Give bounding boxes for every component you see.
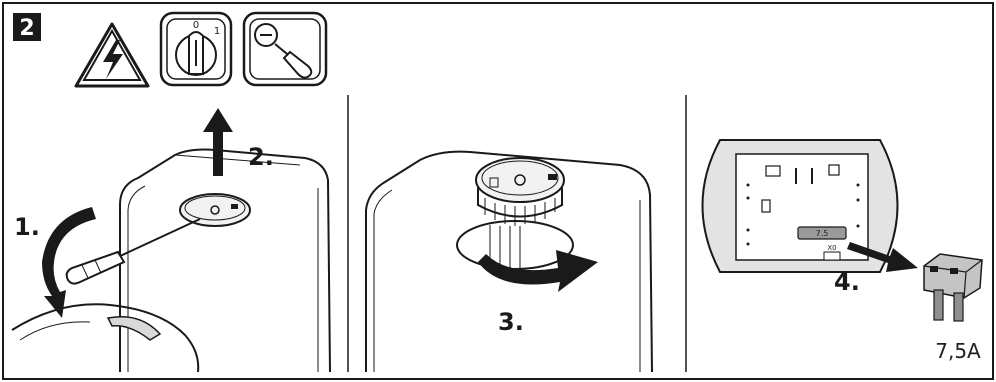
- connector-label: X0: [827, 244, 836, 252]
- figure-number-badge: 2: [13, 13, 41, 41]
- fuse-holder: [797, 226, 847, 240]
- step-1-label: 1.: [14, 213, 40, 241]
- panel-step-1-2: 1. 2.: [11, 108, 331, 373]
- switch-cover: [475, 157, 565, 203]
- rotate-arrow-step-3: [478, 250, 598, 292]
- electric-hazard-warning-icon: [74, 22, 150, 88]
- panel-step-4: 7.5 X0 4. 7,5A: [701, 139, 983, 363]
- fuse-holder-value: 7.5: [816, 229, 829, 238]
- screwdriver-icon: [242, 11, 328, 87]
- step-4-label: 4.: [834, 268, 860, 296]
- rotate-arrow-step-1: [42, 207, 96, 318]
- charger-housing: [119, 148, 331, 373]
- switch-on-label: 1: [214, 26, 220, 37]
- panel-step-3: 3.: [365, 150, 653, 373]
- switch-off-label: 0: [193, 20, 199, 31]
- fuse-rating-label: 7,5A: [935, 339, 981, 363]
- switch-cover: [179, 193, 251, 227]
- step-3-label: 3.: [498, 308, 524, 336]
- step-2-label: 2.: [248, 143, 274, 171]
- screwdriver: [65, 250, 126, 285]
- lift-arrow-step-2: [203, 108, 233, 176]
- blade-fuse: [923, 253, 983, 322]
- figure-number: 2: [19, 16, 34, 41]
- rotary-main-switch-icon: 0 1: [159, 11, 233, 87]
- remove-fuse-arrow-step-4: [847, 242, 918, 272]
